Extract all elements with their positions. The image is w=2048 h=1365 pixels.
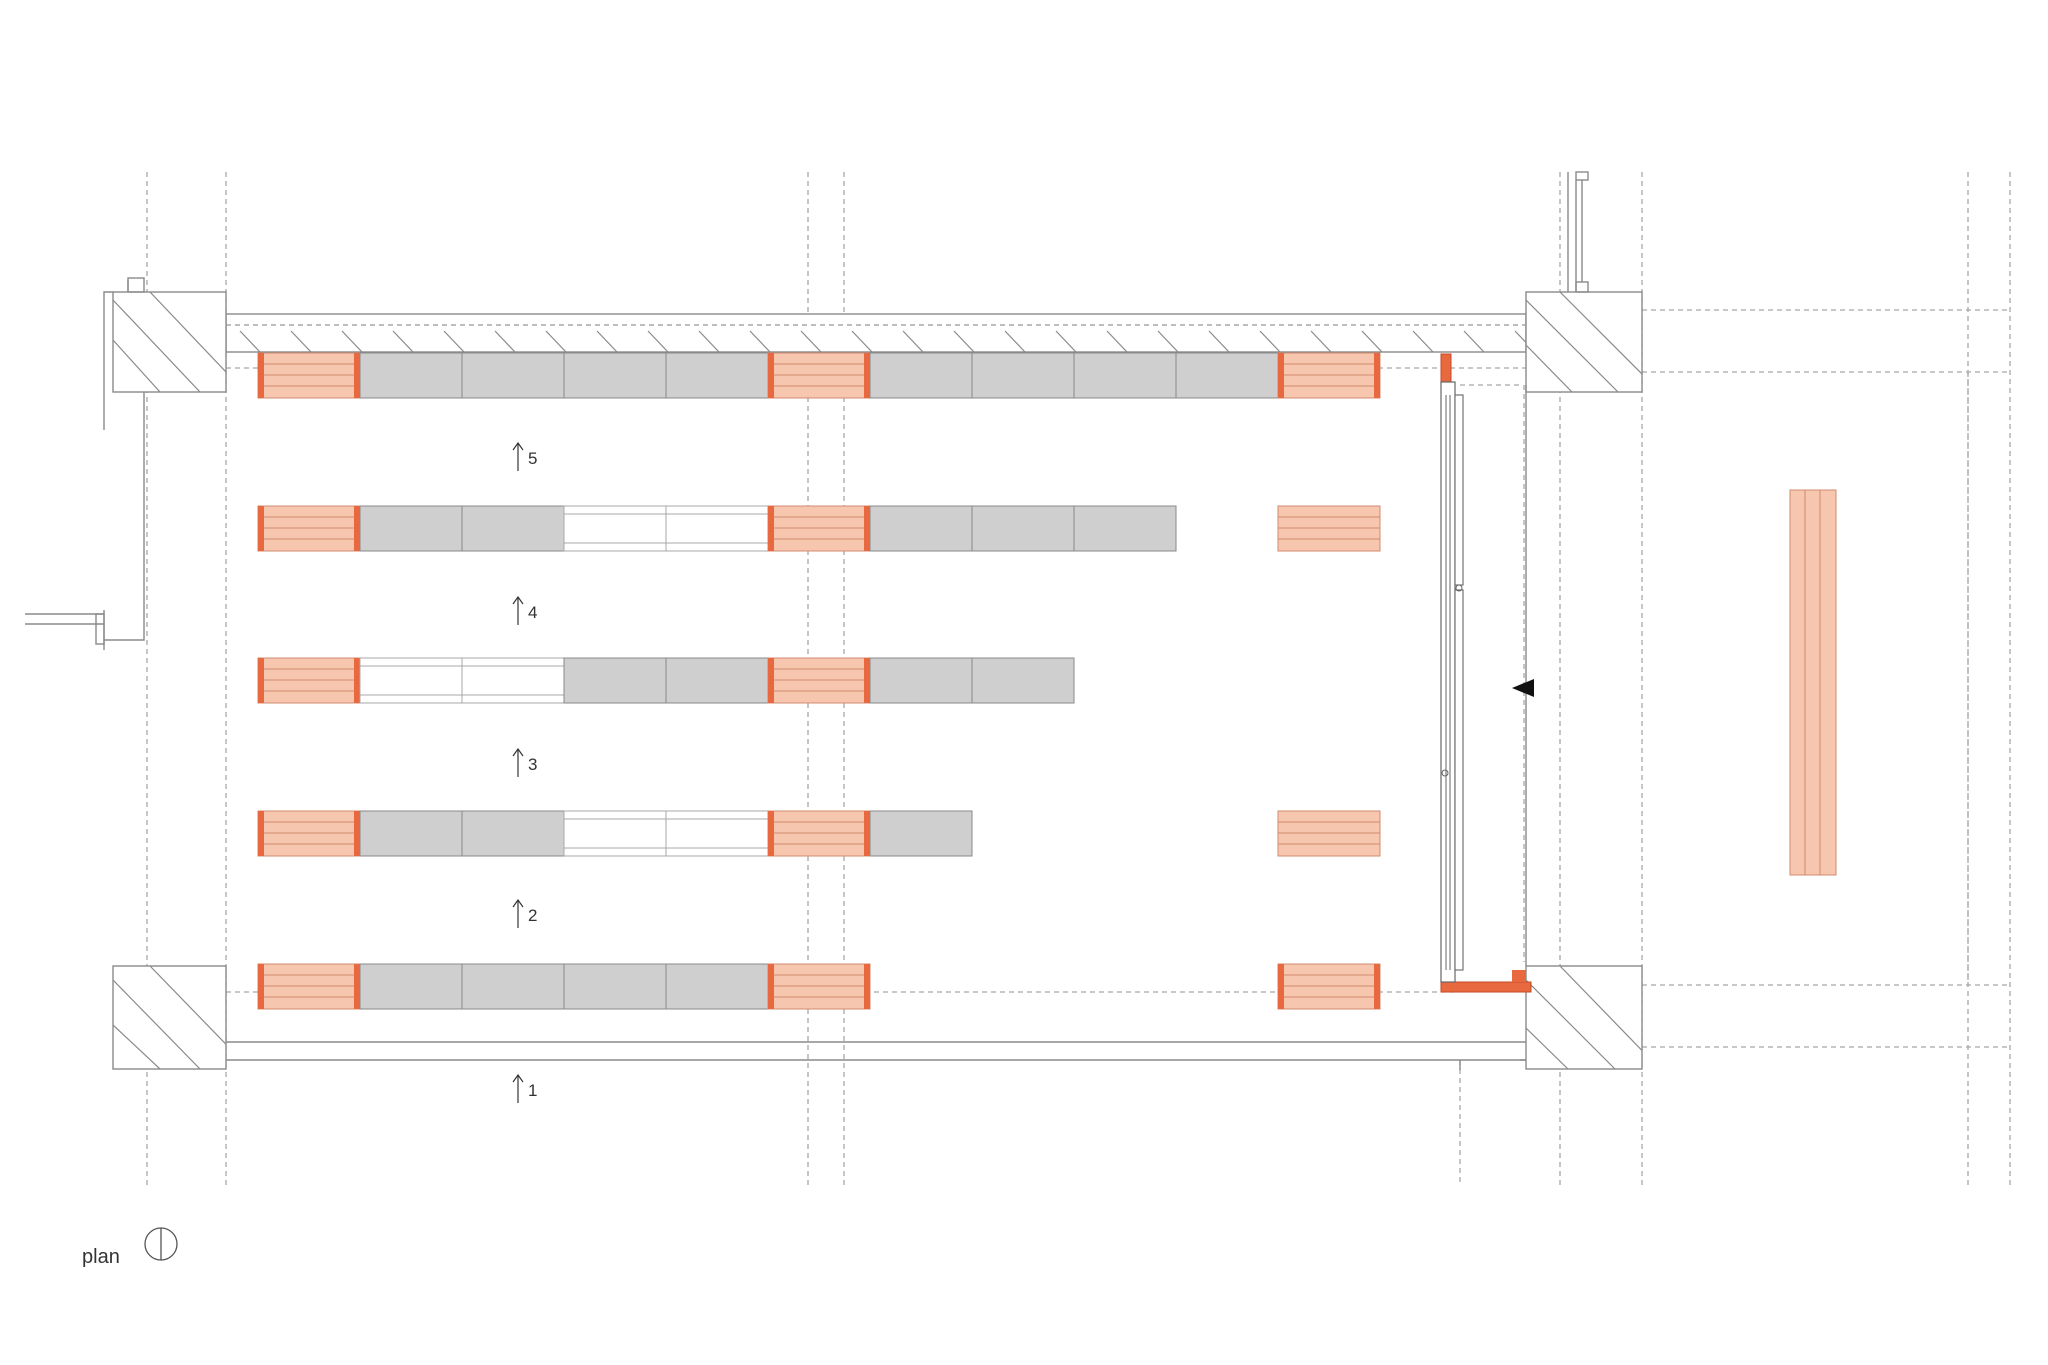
row-number: 2 [528, 906, 537, 925]
bench-cell-empty [359, 657, 463, 704]
bench-cell-concrete [869, 810, 973, 857]
row-label-1: 1 [512, 1073, 537, 1103]
bench-cell-wood [1277, 352, 1381, 399]
bench-cell-concrete [869, 657, 973, 704]
entry-triangle-icon [1512, 679, 1534, 697]
bench-cell-concrete [971, 657, 1075, 704]
bench-cell-wood [257, 657, 361, 704]
north-arrow-icon [144, 1227, 178, 1261]
bench-cell-concrete [563, 657, 667, 704]
bench-cell-concrete [1175, 352, 1279, 399]
up-arrow-icon [512, 898, 524, 928]
row-number: 3 [528, 755, 537, 774]
bench-cell-concrete [359, 352, 463, 399]
bench-cell-wood [257, 810, 361, 857]
row-label-2: 2 [512, 898, 537, 928]
walls [25, 171, 1643, 1070]
row-labels: 5 4 3 2 1 [512, 441, 537, 1103]
bench-cell-wood [767, 963, 871, 1010]
bench-cell-wood [767, 505, 871, 552]
up-arrow-icon [512, 747, 524, 777]
row-label-4: 4 [512, 595, 537, 625]
wall-hatching [113, 292, 1642, 1069]
bench-cell-wood [767, 352, 871, 399]
row-label-5: 5 [512, 441, 537, 471]
bench-cell-concrete [1073, 352, 1177, 399]
bench-cell-concrete [563, 352, 667, 399]
bench-cell-concrete [359, 963, 463, 1010]
bench-cell-concrete [665, 963, 769, 1010]
bench-cell-wood [1277, 963, 1381, 1010]
row-label-3: 3 [512, 747, 537, 777]
standalone-bench [1789, 489, 1837, 876]
up-arrow-icon [512, 1073, 524, 1103]
bench-cell-concrete [359, 505, 463, 552]
bench-cell-concrete [869, 505, 973, 552]
bench-cell-empty [563, 505, 667, 552]
bench-cell-wood [767, 657, 871, 704]
bench-cell-wood [257, 963, 361, 1010]
bench-cell-empty [665, 810, 769, 857]
bench-cell-empty [563, 810, 667, 857]
bench-cell-concrete [869, 352, 973, 399]
up-arrow-icon [512, 595, 524, 625]
bench-cell-concrete [665, 657, 769, 704]
bench-cell-concrete [461, 963, 565, 1010]
bench-cell-empty [461, 657, 565, 704]
bench-cell-concrete [563, 963, 667, 1010]
bench-cell-concrete [971, 352, 1075, 399]
bench-cell-concrete [461, 352, 565, 399]
bench-cell-concrete [665, 352, 769, 399]
bench-cell-concrete [1073, 505, 1177, 552]
bench-cell-concrete [359, 810, 463, 857]
bench-cell-wood-plain [1277, 505, 1381, 552]
bench-cell-wood-plain [1277, 810, 1381, 857]
plan-caption: plan [82, 1246, 120, 1268]
row-number: 4 [528, 603, 537, 622]
bench-cell-wood [257, 352, 361, 399]
bench-cell-concrete [461, 810, 565, 857]
bench-cell-concrete [971, 505, 1075, 552]
row-number: 5 [528, 449, 537, 468]
bench-cell-empty [665, 505, 769, 552]
row-number: 1 [528, 1081, 537, 1100]
bench-cell-wood [257, 505, 361, 552]
bench-rows [257, 352, 1381, 1010]
bench-cell-concrete [461, 505, 565, 552]
bench-cell-wood [767, 810, 871, 857]
up-arrow-icon [512, 441, 524, 471]
sliding-door [1440, 353, 1532, 993]
